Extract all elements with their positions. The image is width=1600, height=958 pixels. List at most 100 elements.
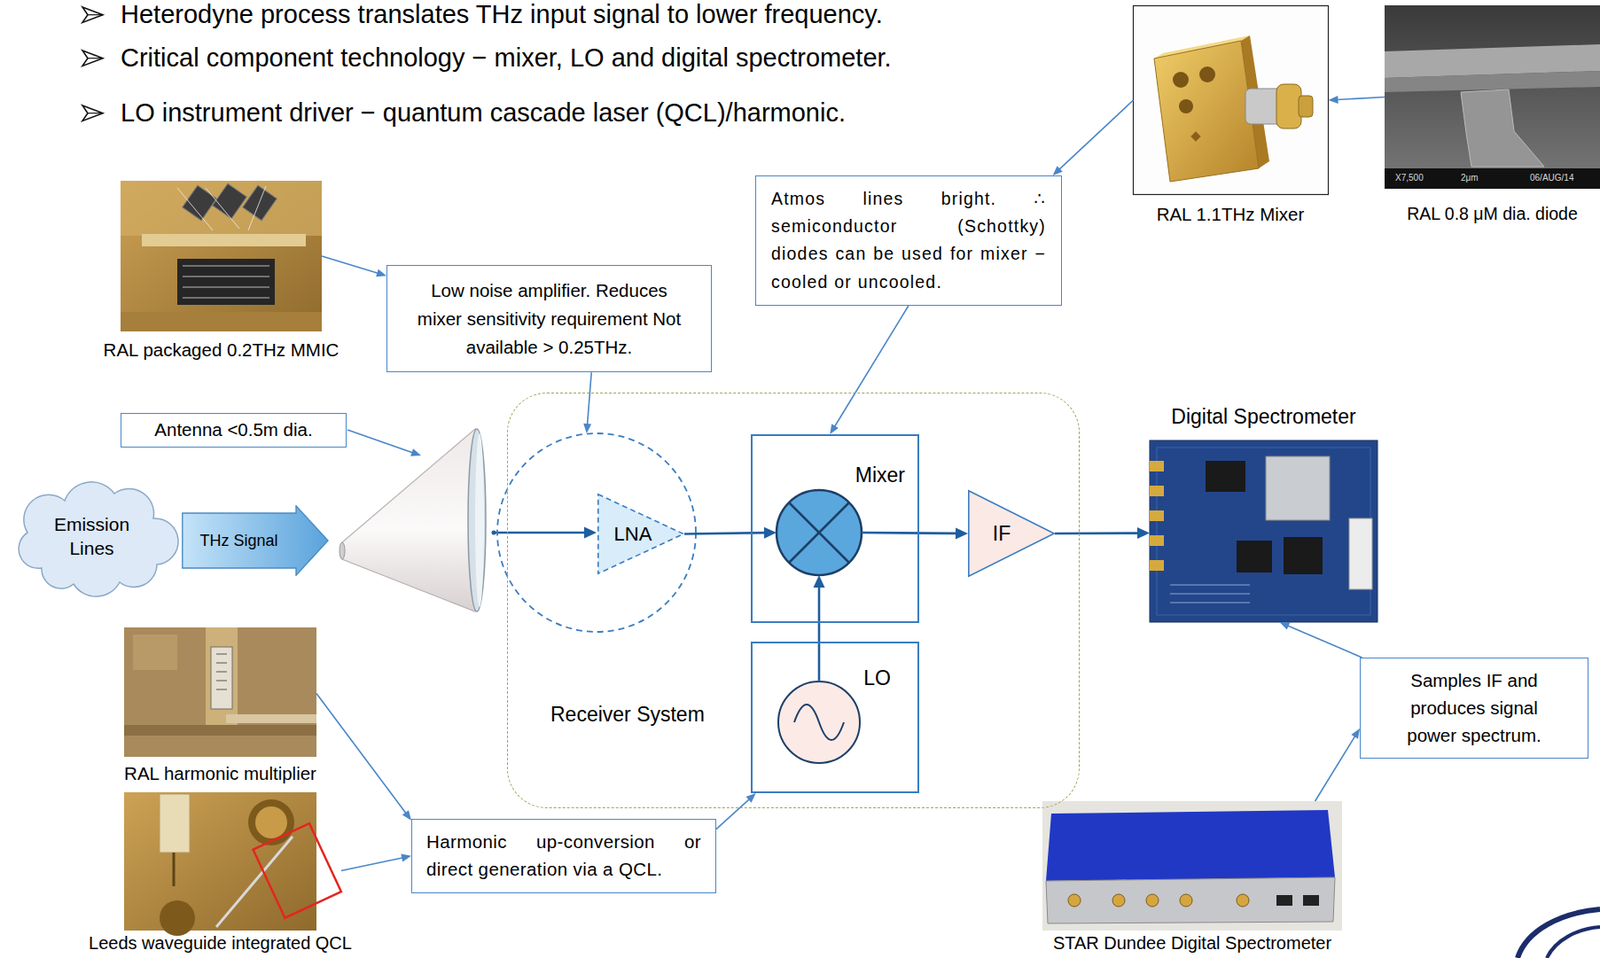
- bullet-marks-part: [82, 105, 103, 121]
- harmonic-multiplier-photo: [124, 627, 317, 758]
- micrograph-annotation: 2μm: [1460, 172, 1479, 184]
- antenna-leader-part: [410, 448, 422, 457]
- arrowhead: [764, 527, 777, 539]
- logo-swoosh: [1517, 909, 1600, 958]
- signal-arrow-shape: [182, 506, 328, 576]
- diode-micrograph-part: [1384, 5, 1600, 189]
- antenna-drawing: [339, 429, 486, 612]
- group-title: Receiver System: [550, 702, 705, 727]
- photo-caption: RAL harmonic multiplier: [124, 763, 317, 785]
- star-dundee-photo-part: [1236, 894, 1249, 907]
- connector: [1053, 100, 1134, 176]
- spectrometer-board-photo-part: [1236, 540, 1273, 573]
- arrow-text-wrap: THz Signal: [181, 513, 297, 569]
- mixer-photo-part: [1154, 40, 1259, 182]
- bullet-point: LO instrument driver − quantum cascade l…: [120, 98, 846, 128]
- callout-node: Atmos lines bright. ∴ semiconductor (Sch…: [755, 175, 1062, 306]
- box-label: Mixer: [855, 463, 906, 487]
- spectrometer-board-photo-part: [1149, 535, 1164, 547]
- mmic-photo-part: [120, 312, 322, 332]
- mmic-photo-part: [242, 185, 278, 220]
- arrowhead: [583, 423, 592, 434]
- qcl-photo-part: [248, 799, 295, 846]
- arrowhead: [829, 423, 839, 435]
- photo-node: STAR Dundee Digital Spectrometer: [1042, 801, 1343, 954]
- cloud-outline: [15, 479, 169, 593]
- amplifier-triangle: [968, 491, 1054, 577]
- arrowhead: [400, 854, 412, 863]
- connector: [1328, 95, 1386, 104]
- connector: [321, 256, 387, 277]
- callout-node: Low noise amplifier. Reduces mixer sensi…: [386, 265, 712, 373]
- mixer-photo-part: [1172, 71, 1189, 88]
- mixer-photo-part: [1276, 84, 1302, 129]
- spectrometer-board-photo: [1149, 440, 1378, 623]
- bullet-marks-part: [82, 7, 103, 23]
- diode-micrograph: [1384, 5, 1600, 189]
- bullet-marks-part: [82, 50, 103, 66]
- arrow-node: THz Signal: [181, 505, 329, 577]
- box-node: LO: [750, 641, 920, 794]
- triangle-text: LNA: [614, 522, 653, 546]
- mmic-photo-part: [182, 265, 270, 298]
- tri-node: IF: [967, 490, 1055, 578]
- spectrometer-board-photo-part: [1283, 537, 1323, 575]
- connector: [316, 693, 412, 820]
- mmic-photo-part: [120, 180, 322, 332]
- spectrometer-board-photo-part: [1265, 456, 1330, 521]
- triangle-outline: [967, 490, 1055, 578]
- connector: [1279, 622, 1362, 658]
- connector-line: [861, 531, 958, 536]
- star-dundee-photo-part: [1045, 877, 1335, 924]
- arrowhead: [813, 575, 826, 588]
- spectrometer-board-photo-part: [1156, 447, 1371, 616]
- connector: [1054, 527, 1150, 539]
- bullet-point: Heterodyne process translates THz input …: [120, 0, 883, 30]
- cloud-node: Emission Lines: [15, 479, 169, 593]
- antenna-leader: [347, 429, 422, 457]
- star-dundee-photo-part: [1112, 894, 1125, 907]
- cloud-shape: [18, 482, 179, 597]
- antenna-drawing-part: [339, 542, 345, 560]
- arrowhead: [1137, 527, 1150, 539]
- oscillator-symbol-part: [794, 704, 844, 741]
- triangle-text: IF: [992, 522, 1011, 546]
- antenna-to-lna-signal-part: [494, 531, 586, 535]
- mixer-photo-part: [1199, 66, 1216, 83]
- mixer-photo-part: [1190, 131, 1201, 141]
- mixer-symbol-part: [788, 502, 850, 563]
- connector: [716, 793, 757, 830]
- callout-node: Antenna <0.5m dia.: [120, 413, 347, 448]
- photo-node: RAL harmonic multiplier: [121, 627, 320, 785]
- qcl-photo-part: [255, 806, 288, 839]
- spectrometer-board-photo-part: [1149, 510, 1164, 522]
- connector-line: [1058, 100, 1133, 171]
- amplifier-triangle: [598, 494, 684, 574]
- harmonic-multiplier-photo-part: [132, 634, 178, 671]
- oscillator-symbol: [778, 681, 860, 764]
- mixer-photo: [1133, 6, 1329, 196]
- qcl-photo: [124, 792, 342, 937]
- mmic-photo-part: [177, 258, 275, 305]
- photo-node: RAL 1.1THz Mixer: [1132, 5, 1328, 226]
- spectrometer-board-photo-part: [1149, 560, 1164, 571]
- diode-micrograph-part: [1460, 89, 1545, 167]
- bullet-point: Critical component technology − mixer, L…: [120, 43, 892, 73]
- box-label: LO: [863, 666, 891, 690]
- arrowhead: [1350, 728, 1360, 740]
- harmonic-multiplier-photo-part: [226, 714, 317, 724]
- connector: [341, 854, 412, 872]
- spectrometer-board-photo-part: [1149, 485, 1164, 497]
- micrograph-annotation: 06/AUG/14: [1529, 172, 1574, 184]
- qcl-photo-part: [124, 792, 317, 931]
- diode-micrograph-part: [1384, 70, 1600, 93]
- star-dundee-photo-part: [1179, 894, 1193, 907]
- connector-line: [587, 372, 593, 425]
- mmic-photo-part: [212, 183, 248, 219]
- antenna-leader-part: [347, 429, 414, 453]
- arrowhead: [955, 527, 968, 539]
- connector: [684, 527, 777, 539]
- mmic-photo-part: [177, 186, 266, 231]
